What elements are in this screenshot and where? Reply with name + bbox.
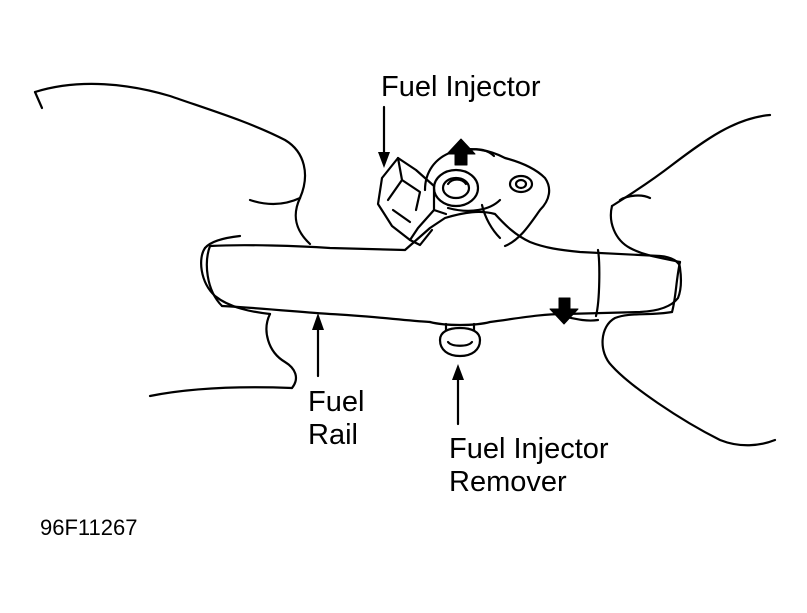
injector-bracket xyxy=(423,148,551,248)
up-direction-arrow xyxy=(446,138,476,166)
injector-tip xyxy=(438,322,482,358)
fuel-rail-label-line1: Fuel xyxy=(308,386,365,418)
remover-pointer xyxy=(452,364,464,426)
down-direction-arrow xyxy=(549,297,579,325)
figure-code: 96F11267 xyxy=(40,515,138,540)
injector-connector xyxy=(376,156,448,247)
fuel-rail-label: Fuel Rail xyxy=(308,386,364,452)
left-hand xyxy=(33,82,312,398)
remover-label-line1: Fuel Injector xyxy=(449,433,609,465)
fuel-rail-label-line2: Rail xyxy=(308,419,358,451)
fuel-injector-label: Fuel Injector xyxy=(381,71,541,103)
remover-label-line2: Remover xyxy=(449,466,567,498)
right-hand xyxy=(560,113,777,447)
fuel-rail-pointer xyxy=(312,313,324,378)
fuel-injector-pointer xyxy=(378,105,390,168)
remover-label: Fuel Injector Remover xyxy=(449,433,609,499)
fuel-rail xyxy=(205,210,682,327)
